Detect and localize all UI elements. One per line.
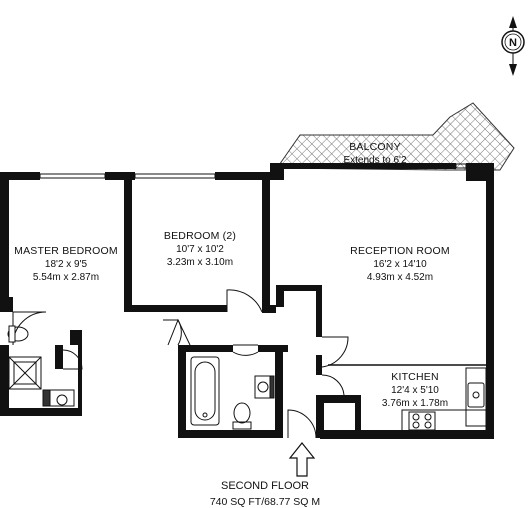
walls xyxy=(0,163,494,439)
master-bedroom-metric: 5.54m x 2.87m xyxy=(32,272,100,283)
master-bedroom-name: MASTER BEDROOM xyxy=(14,245,118,257)
label-balcony: BALCONY Extends to 6'2 xyxy=(330,141,420,167)
kitchen-name: KITCHEN xyxy=(391,371,439,383)
reception-metric: 4.93m x 4.52m xyxy=(366,272,434,283)
bedroom2-metric: 3.23m x 3.10m xyxy=(166,257,234,268)
toilet-icon xyxy=(233,402,251,424)
balcony-area xyxy=(276,102,515,171)
windows xyxy=(39,163,467,179)
master-bedroom-imperial: 18'2 x 9'5 xyxy=(44,259,88,270)
floor-name: SECOND FLOOR xyxy=(220,480,309,492)
reception-imperial: 16'2 x 14'10 xyxy=(373,259,427,270)
compass-icon: N xyxy=(501,16,525,76)
sink-icon xyxy=(467,382,485,408)
compass-letter: N xyxy=(509,37,517,49)
basin-icon xyxy=(56,394,68,406)
wc-icon xyxy=(7,326,29,342)
balcony-name: BALCONY xyxy=(349,141,401,153)
hob-icon xyxy=(408,411,436,431)
bath-icon xyxy=(190,356,220,426)
shower-tray-icon xyxy=(8,356,42,390)
balcony-note: Extends to 6'2 xyxy=(343,155,407,166)
label-kitchen: KITCHEN 12'4 x 5'10 3.76m x 1.78m xyxy=(370,371,460,410)
doors xyxy=(12,289,349,439)
kitchen-imperial: 12'4 x 5'10 xyxy=(391,385,439,396)
ensuite-fixtures xyxy=(7,325,75,407)
bathroom-fixtures xyxy=(190,356,275,430)
kitchen-fixtures xyxy=(401,367,487,433)
label-master-bedroom: MASTER BEDROOM 18'2 x 9'5 5.54m x 2.87m xyxy=(10,245,122,284)
bedroom2-name: BEDROOM (2) xyxy=(163,230,237,242)
label-bedroom-2: BEDROOM (2) 10'7 x 10'2 3.23m x 3.10m xyxy=(142,230,258,269)
bedroom2-imperial: 10'7 x 10'2 xyxy=(176,244,224,255)
kitchen-metric: 3.76m x 1.78m xyxy=(381,398,449,409)
entrance-arrow-icon xyxy=(288,442,316,477)
floor-area: 740 SQ FT/68.77 SQ M xyxy=(209,496,321,508)
reception-name: RECEPTION ROOM xyxy=(350,245,450,257)
label-reception-room: RECEPTION ROOM 16'2 x 14'10 4.93m x 4.52… xyxy=(340,245,460,284)
